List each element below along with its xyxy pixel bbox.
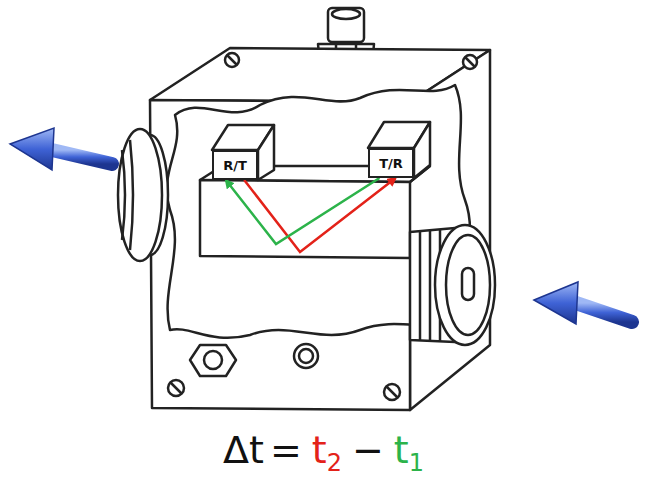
transducer-label: T/R bbox=[379, 156, 403, 171]
flow-arrows bbox=[10, 128, 632, 324]
transducer-label: R/T bbox=[223, 158, 247, 173]
formula-term: Δt bbox=[223, 428, 264, 472]
formula-term: 2 bbox=[327, 449, 342, 477]
signal-path bbox=[226, 178, 380, 244]
formula: Δt=t2−t1 bbox=[0, 428, 647, 472]
transducer: R/T bbox=[212, 150, 258, 180]
transducer: T/R bbox=[368, 148, 414, 178]
formula-term: 1 bbox=[409, 449, 424, 477]
formula-term: t bbox=[394, 428, 409, 472]
formula-term: t bbox=[312, 428, 327, 472]
formula-term: = bbox=[270, 428, 302, 472]
formula-term: − bbox=[352, 428, 384, 472]
